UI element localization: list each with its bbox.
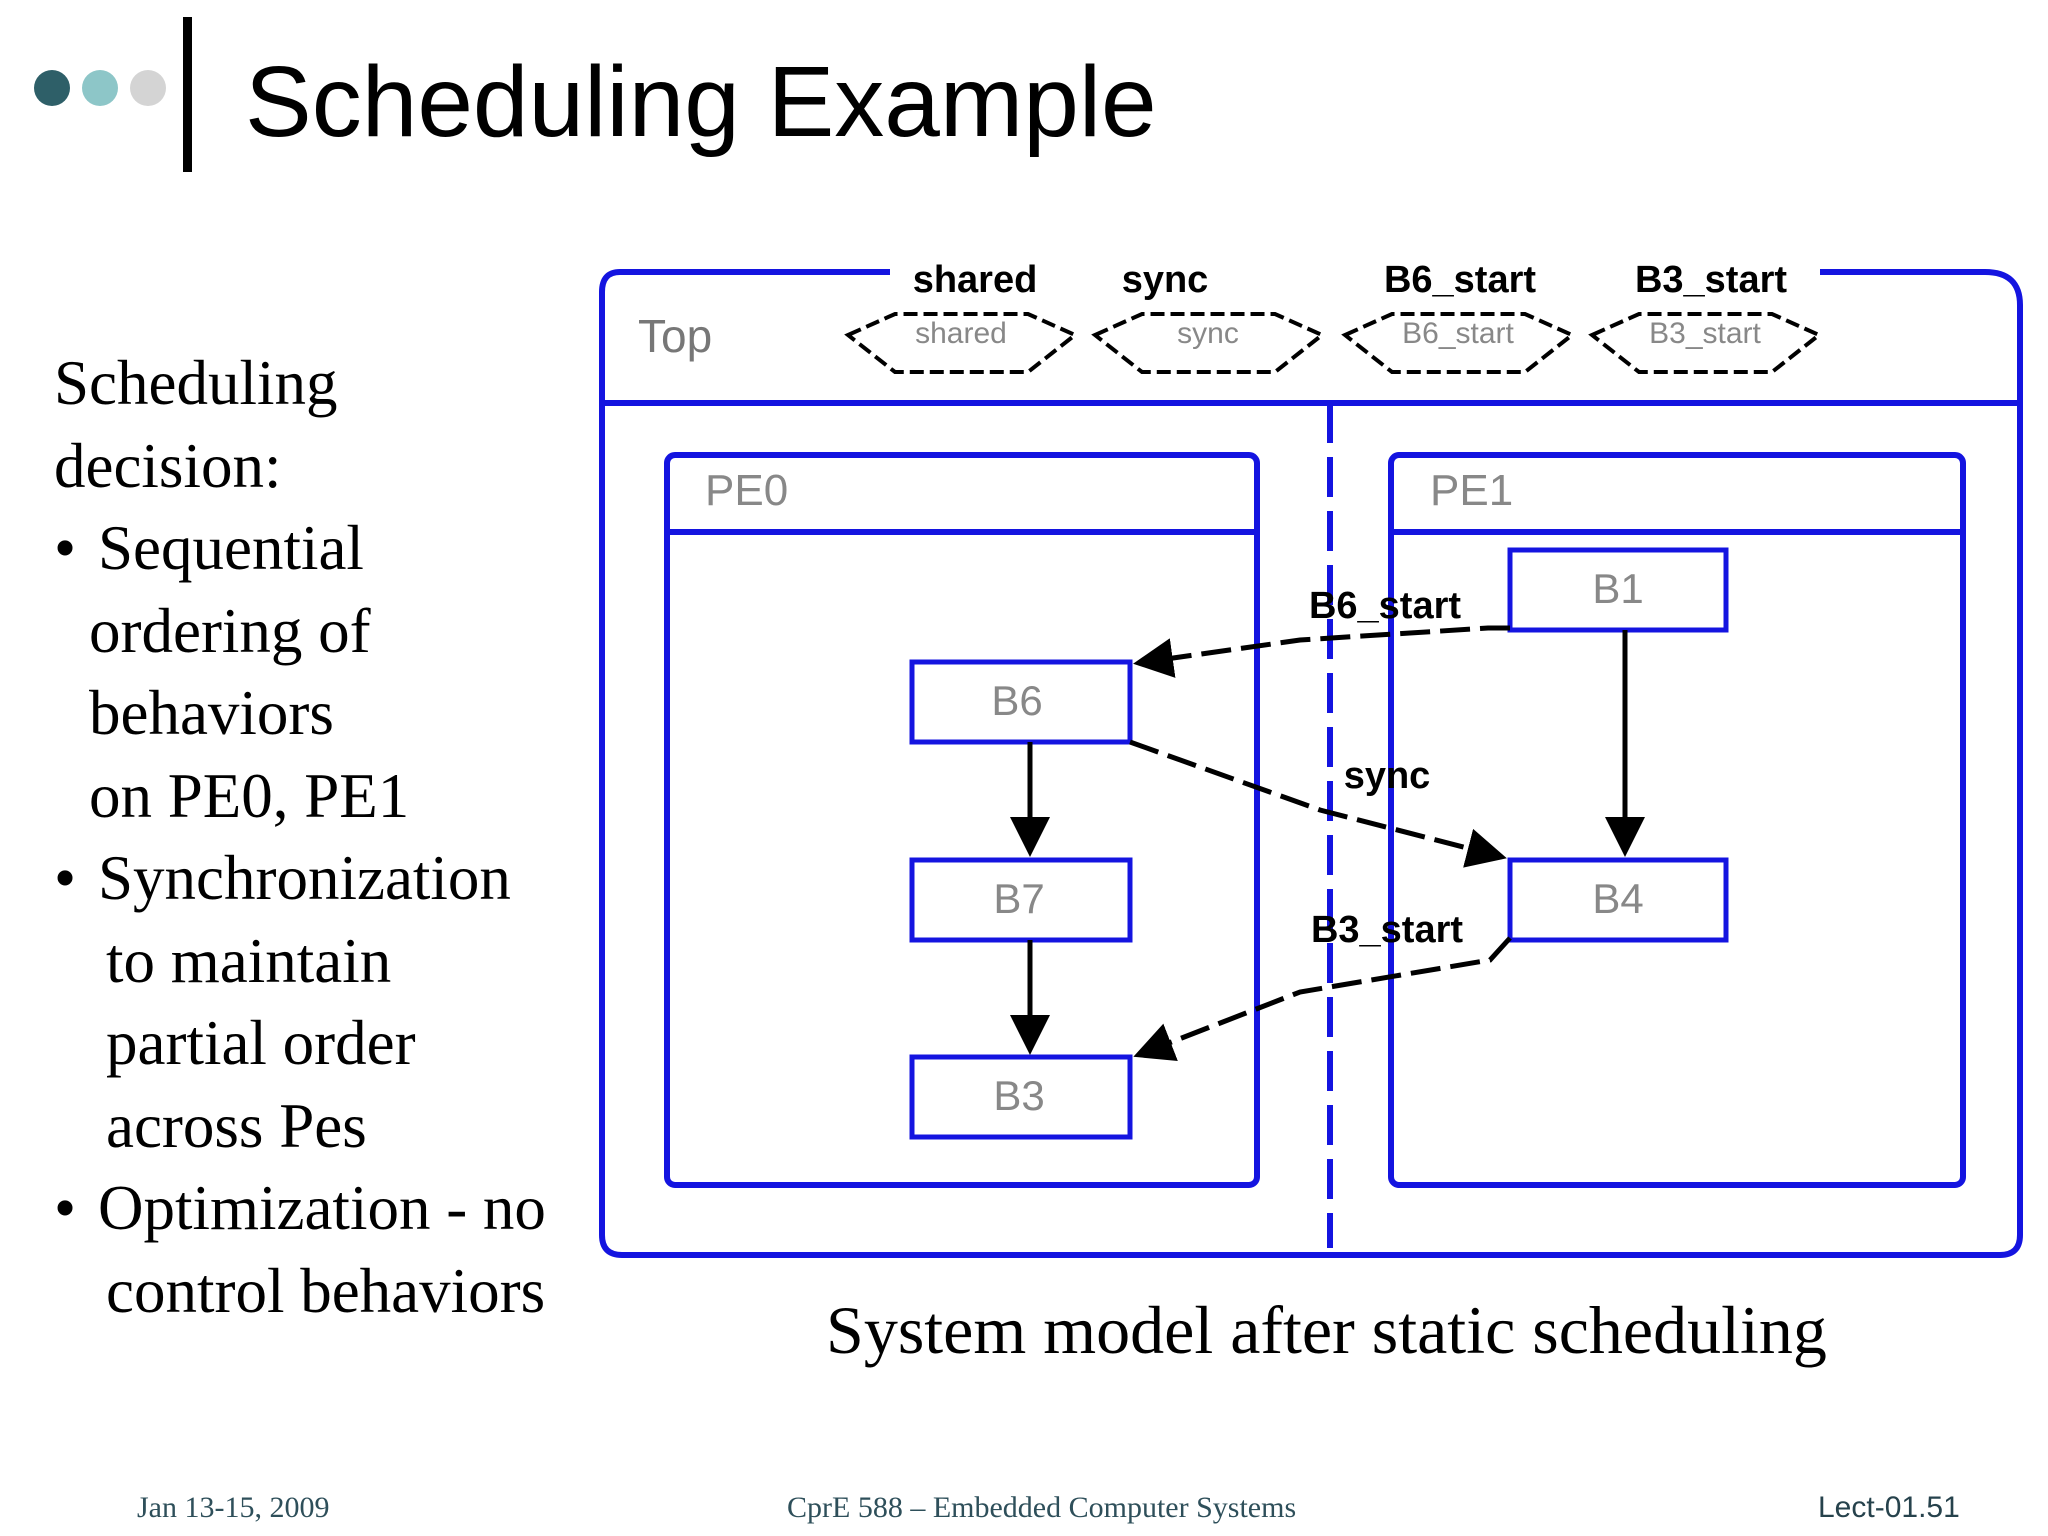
footer-course: CprE 588 – Embedded Computer Systems: [787, 1491, 1297, 1524]
body-line: behaviors: [89, 678, 334, 748]
body-line: ordering of: [89, 595, 371, 666]
block-label: B4: [1592, 875, 1643, 922]
footer-date: Jan 13-15, 2009: [137, 1491, 330, 1524]
body-line: Scheduling: [54, 348, 338, 418]
sync-b3-start-arrow: [1133, 936, 1512, 1061]
block-b1: B1: [1507, 547, 1729, 633]
block-b3: B3: [909, 1054, 1133, 1140]
variable-header: sync: [1122, 259, 1209, 301]
block-label: B3: [993, 1072, 1044, 1119]
footer-lecture-number: Lect-01.51: [1818, 1491, 1960, 1524]
pe1-box: PE1: [1388, 452, 1966, 1188]
variable-header: B6_start: [1384, 259, 1536, 301]
grey-dot: [130, 70, 166, 106]
top-behavior-box: [599, 269, 2023, 1258]
block-b6: B6: [909, 659, 1133, 745]
body-line: to maintain: [106, 925, 392, 996]
diagram-caption: System model after static scheduling: [826, 1292, 1827, 1368]
variable-diamond: [844, 312, 1079, 374]
body-line: partial order: [106, 1008, 416, 1078]
body-text: Scheduling decision: Sequential ordering…: [54, 342, 546, 1332]
variable-header: B3_start: [1635, 259, 1787, 301]
bullet-item: Optimization - no: [54, 1167, 546, 1250]
dark-teal-dot: [34, 70, 70, 106]
variable-inner-label: B3_start: [1649, 317, 1761, 350]
variable-inner-label: B6_start: [1402, 317, 1514, 350]
variable-diamond: [1588, 312, 1823, 374]
title-dots: [34, 70, 174, 106]
body-line: across Pes: [106, 1090, 367, 1161]
body-line: control behaviors: [106, 1255, 546, 1326]
variable-inner-label: sync: [1177, 317, 1239, 350]
block-frame: [909, 857, 1133, 943]
variable-b6-start: B6_start B6_start: [1341, 259, 1576, 374]
block-b7: B7: [909, 857, 1133, 943]
pe1-label: PE1: [1430, 466, 1513, 515]
block-label: B6: [991, 677, 1042, 724]
light-teal-dot: [82, 70, 118, 106]
variable-inner-label: shared: [915, 317, 1007, 350]
channel-label-b6-start: B6_start: [1309, 585, 1461, 627]
block-frame: [909, 1054, 1133, 1140]
bullet-item: Synchronization: [54, 837, 546, 920]
pe0-label: PE0: [705, 466, 788, 515]
block-label: B1: [1592, 565, 1643, 612]
block-frame: [909, 659, 1133, 745]
variable-b3-start: B3_start B3_start: [1588, 259, 1823, 374]
title-divider: [183, 17, 192, 172]
channel-label-b3-start: B3_start: [1311, 909, 1463, 951]
sync-b6-start-arrow: [1133, 625, 1510, 678]
block-frame: [1507, 857, 1729, 943]
variable-diamond: [1091, 312, 1326, 374]
variable-diamond: [1341, 312, 1576, 374]
top-label: Top: [638, 310, 712, 362]
block-label: B7: [993, 875, 1044, 922]
pe0-frame: [664, 452, 1260, 1188]
block-b4: B4: [1507, 857, 1729, 943]
body-line: decision:: [54, 430, 282, 501]
bullet-item: Sequential: [54, 507, 546, 590]
variable-shared: shared shared: [844, 259, 1079, 374]
body-line: on PE0, PE1: [89, 760, 410, 831]
variable-header: shared: [913, 259, 1038, 301]
sync-arrow: [1129, 739, 1507, 868]
slide-title: Scheduling Example: [245, 46, 1157, 158]
block-frame: [1507, 547, 1729, 633]
pe0-box: PE0: [664, 452, 1260, 1188]
variable-sync: sync sync: [1091, 259, 1326, 374]
pe1-frame: [1388, 452, 1966, 1188]
channel-label-sync: sync: [1344, 755, 1431, 797]
